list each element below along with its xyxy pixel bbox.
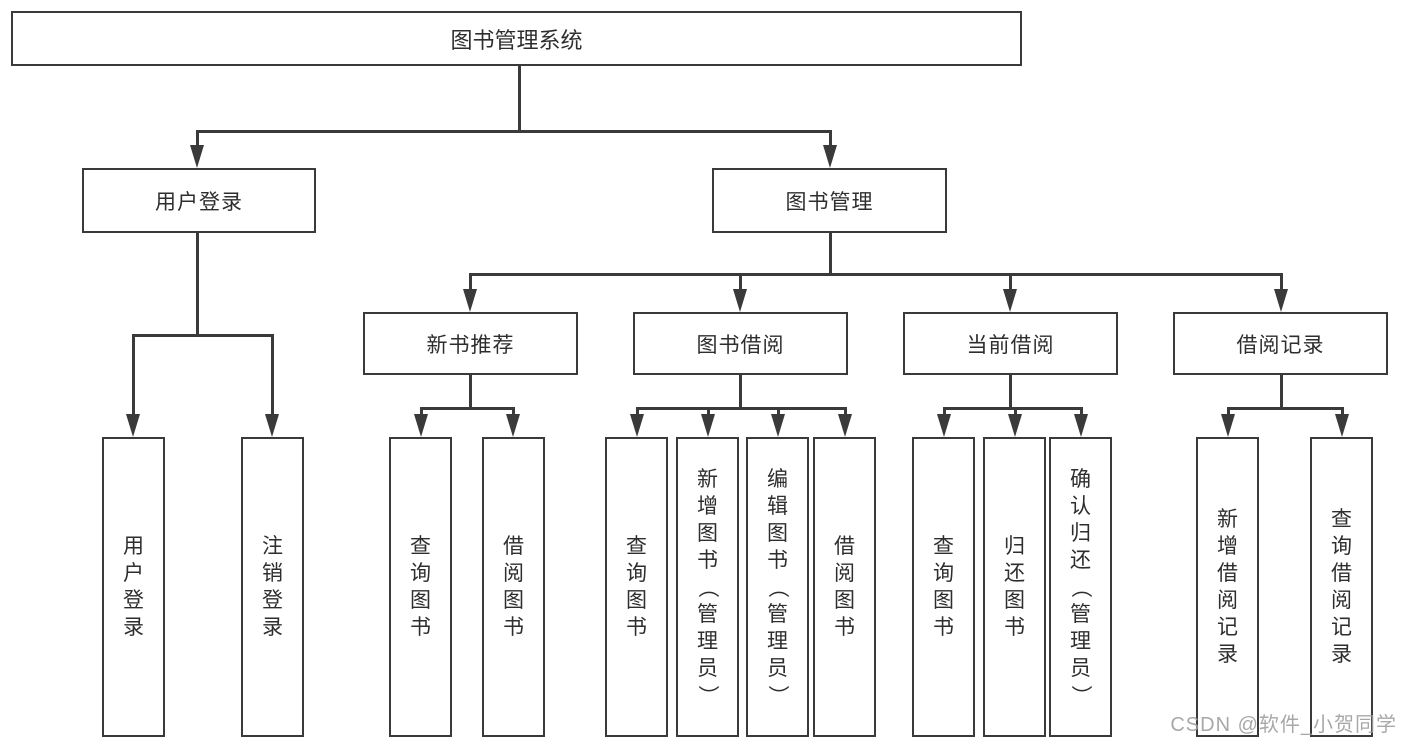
leaf-edit-books-admin: 编辑图书（管理员） xyxy=(746,437,809,737)
edge-drop-borrow-books-2 xyxy=(844,407,847,417)
edge-book-borrowing-stem xyxy=(739,375,742,409)
leaf-add-books-admin: 新增图书（管理员） xyxy=(676,437,739,737)
edge-drop-return-books xyxy=(1014,407,1017,417)
edge-drop-query-books-2 xyxy=(636,407,639,417)
node-borrowing-records: 借阅记录 xyxy=(1173,312,1388,375)
edge-book-management-rail xyxy=(469,273,1281,276)
arrowhead-query-books-3 xyxy=(937,414,951,437)
edge-current-borrowing-rail xyxy=(943,407,1082,410)
arrowhead-current-borrowing xyxy=(1003,289,1017,312)
leaf-query-books-1: 查询图书 xyxy=(389,437,452,737)
node-user-login: 用户登录 xyxy=(82,168,316,233)
arrowhead-confirm-return xyxy=(1074,414,1088,437)
edge-drop-current-borrowing xyxy=(1009,273,1012,293)
leaf-borrow-books-2: 借阅图书 xyxy=(813,437,876,737)
node-book-management-label: 图书管理 xyxy=(785,190,874,214)
edge-borrowing-records-rail xyxy=(1227,407,1343,410)
csdn-watermark: CSDN @软件_小贺同学 xyxy=(1170,714,1397,736)
edge-user-login-stem xyxy=(196,233,199,336)
node-new-book-recommend: 新书推荐 xyxy=(363,312,578,375)
arrowhead-new-book-recommend xyxy=(463,289,477,312)
arrowhead-query-books-2 xyxy=(630,414,644,437)
arrowhead-leaf-login xyxy=(126,414,140,437)
edge-new-book-recommend-rail xyxy=(420,407,514,410)
leaf-query-books-3: 查询图书 xyxy=(912,437,975,737)
edge-drop-leaf-logout xyxy=(271,334,274,419)
edge-root-stem xyxy=(518,66,521,132)
node-root: 图书管理系统 xyxy=(11,11,1022,66)
edge-drop-new-book-recommend xyxy=(469,273,472,293)
leaf-query-borrow-record: 查询借阅记录 xyxy=(1310,437,1373,737)
leaf-confirm-return-admin: 确认归还（管理员） xyxy=(1049,437,1112,737)
arrowhead-borrow-books-1 xyxy=(506,414,520,437)
edge-book-borrowing-rail xyxy=(636,407,846,410)
edge-drop-user-login xyxy=(196,130,199,152)
arrowhead-query-borrow-record xyxy=(1335,414,1349,437)
arrowhead-leaf-logout xyxy=(265,414,279,437)
edge-drop-book-borrowing xyxy=(739,273,742,293)
node-new-book-recommend-label: 新书推荐 xyxy=(426,333,515,357)
edge-drop-add-books xyxy=(707,407,710,417)
edge-user-login-rail xyxy=(132,334,273,337)
leaf-logout: 注销登录 xyxy=(241,437,304,737)
edge-drop-query-borrow-record xyxy=(1341,407,1344,417)
edge-new-book-recommend-stem xyxy=(469,375,472,409)
leaf-query-books-2: 查询图书 xyxy=(605,437,668,737)
edge-drop-query-books-1 xyxy=(420,407,423,417)
node-root-label: 图书管理系统 xyxy=(450,27,583,53)
edge-drop-borrowing-records xyxy=(1280,273,1283,293)
edge-drop-add-borrow-record xyxy=(1227,407,1230,417)
arrowhead-borrowing-records xyxy=(1274,289,1288,312)
edge-borrowing-records-stem xyxy=(1280,375,1283,409)
edge-drop-borrow-books-1 xyxy=(512,407,515,417)
node-current-borrowing-label: 当前借阅 xyxy=(966,333,1055,357)
edge-drop-confirm-return xyxy=(1080,407,1083,417)
node-book-borrowing-label: 图书借阅 xyxy=(696,333,785,357)
leaf-add-borrow-record: 新增借阅记录 xyxy=(1196,437,1259,737)
arrowhead-query-books-1 xyxy=(414,414,428,437)
node-user-login-label: 用户登录 xyxy=(155,190,243,214)
edge-root-rail xyxy=(196,130,832,133)
arrowhead-edit-books xyxy=(771,414,785,437)
leaf-return-books: 归还图书 xyxy=(983,437,1046,737)
edge-current-borrowing-stem xyxy=(1009,375,1012,409)
leaf-borrow-books-1: 借阅图书 xyxy=(482,437,545,737)
arrowhead-book-borrowing xyxy=(733,289,747,312)
edge-drop-leaf-login xyxy=(132,334,135,419)
arrowhead-user-login xyxy=(190,145,204,168)
edge-drop-query-books-3 xyxy=(943,407,946,417)
arrowhead-add-books xyxy=(701,414,715,437)
node-current-borrowing: 当前借阅 xyxy=(903,312,1118,375)
arrowhead-borrow-books-2 xyxy=(838,414,852,437)
edge-drop-edit-books xyxy=(777,407,780,417)
arrowhead-book-management xyxy=(823,145,837,168)
node-borrowing-records-label: 借阅记录 xyxy=(1236,333,1325,357)
edge-drop-book-management xyxy=(829,130,832,152)
edge-book-management-stem xyxy=(829,233,832,275)
arrowhead-return-books xyxy=(1008,414,1022,437)
node-book-management: 图书管理 xyxy=(712,168,947,233)
node-book-borrowing: 图书借阅 xyxy=(633,312,848,375)
arrowhead-add-borrow-record xyxy=(1221,414,1235,437)
leaf-user-login: 用户登录 xyxy=(102,437,165,737)
